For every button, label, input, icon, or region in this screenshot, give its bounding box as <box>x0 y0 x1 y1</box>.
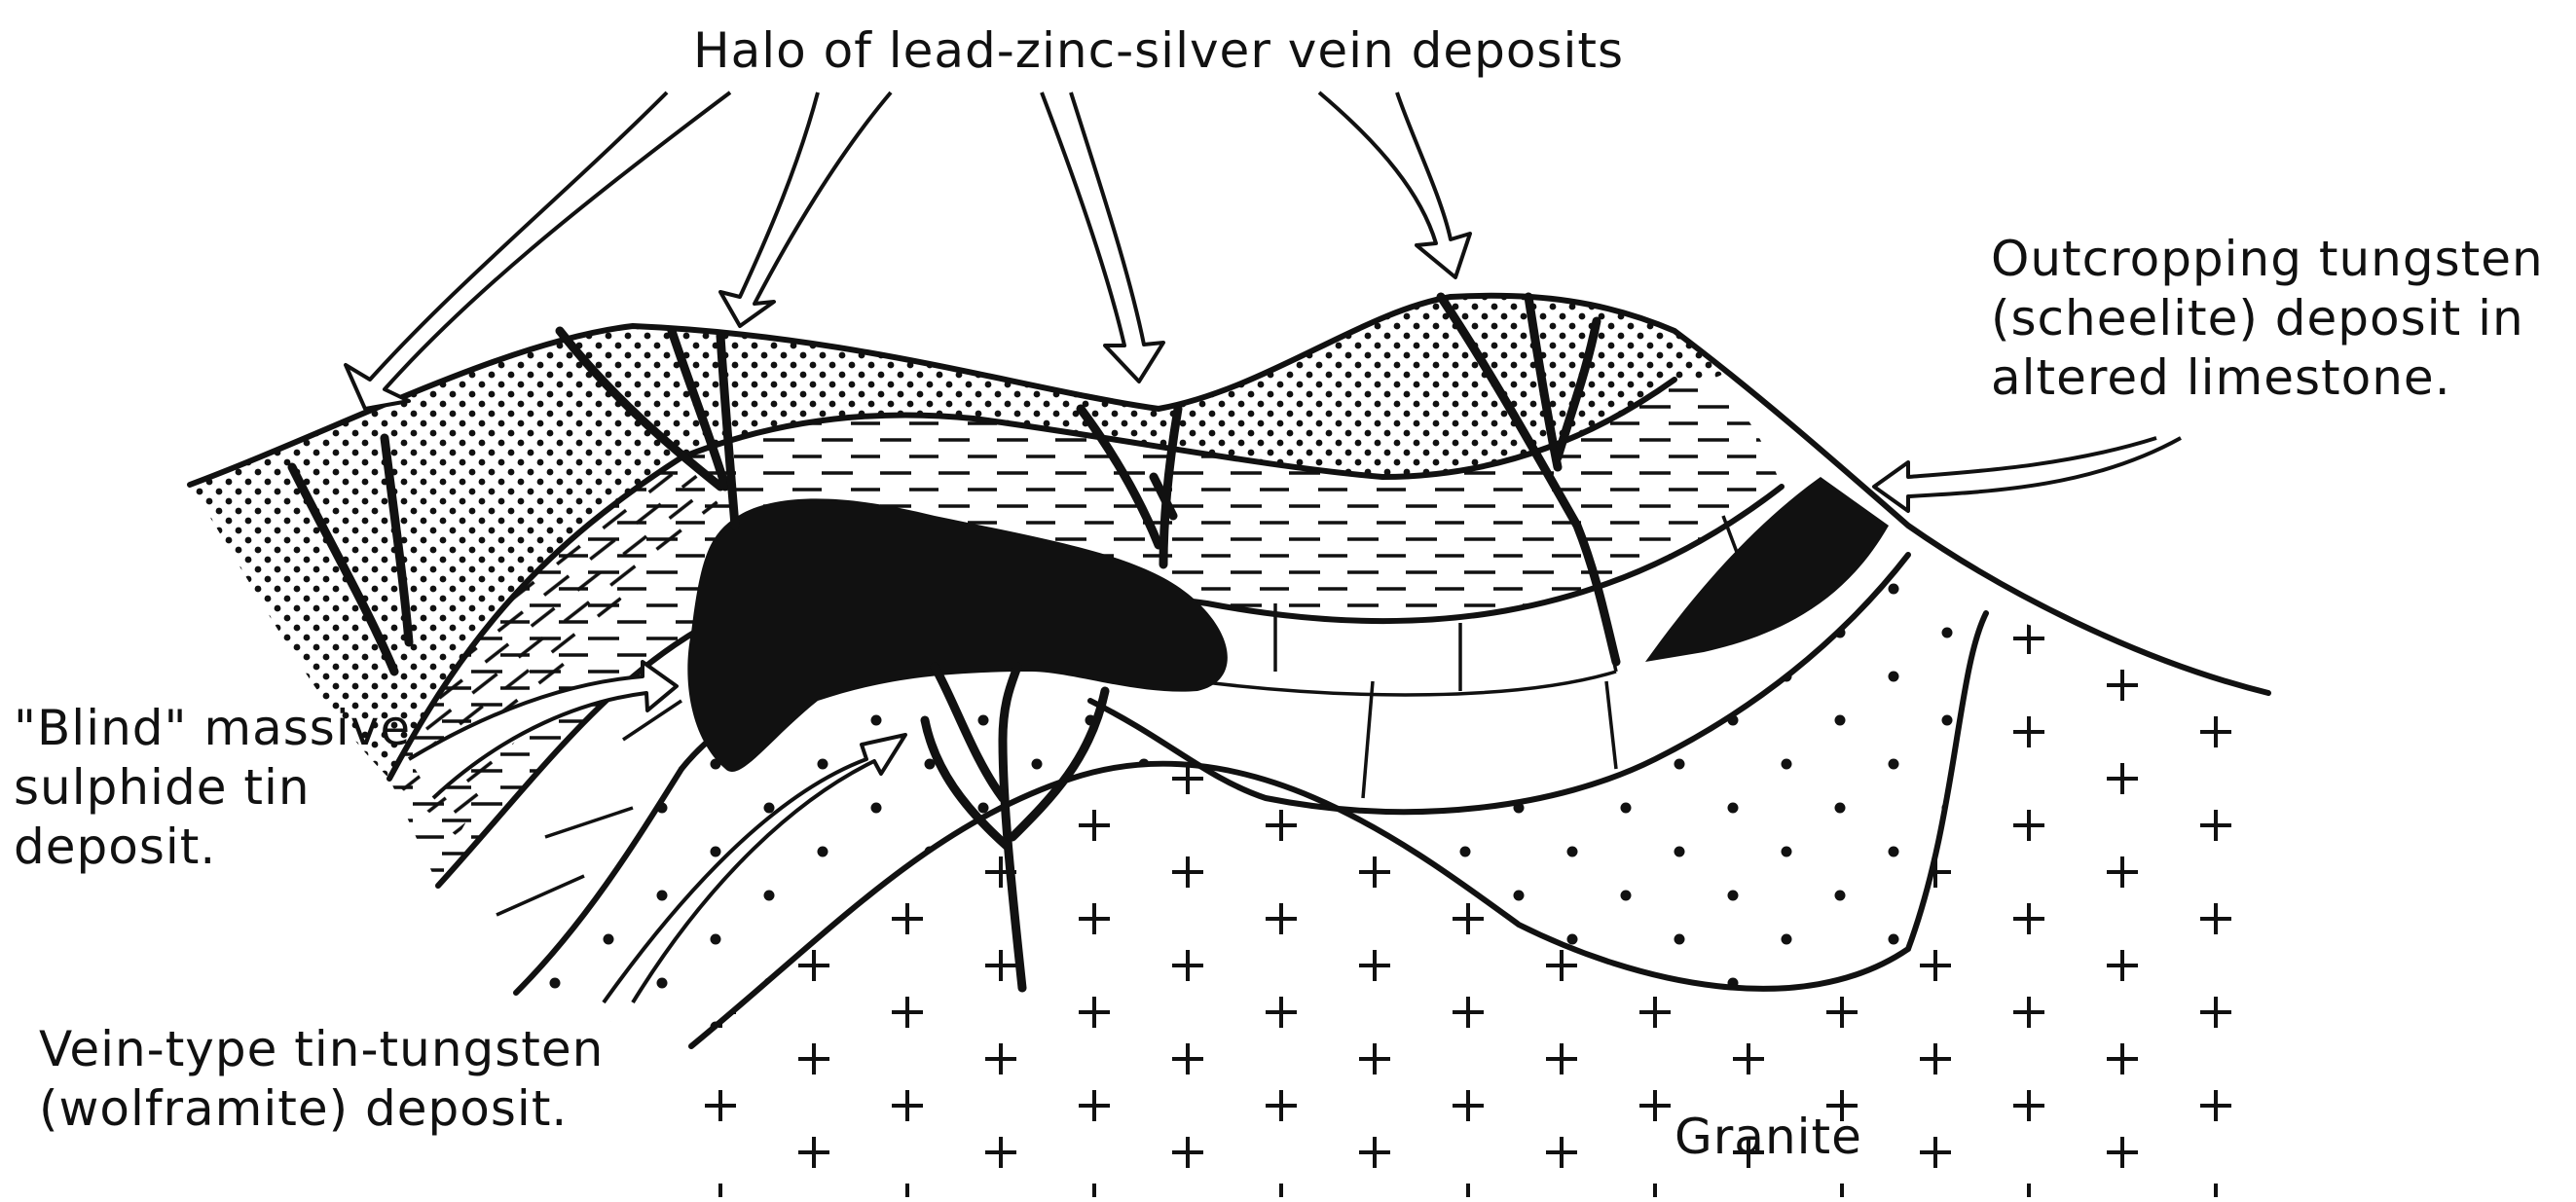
vein-deposit-label: Vein-type tin-tungsten (wolframite) depo… <box>39 1020 604 1139</box>
blind-label-line-2: sulphide tin <box>14 758 411 818</box>
halo-label-text: Halo of lead-zinc-silver vein deposits <box>693 21 1624 81</box>
halo-label: Halo of lead-zinc-silver vein deposits <box>693 21 1624 81</box>
outcrop-label-line-2: (scheelite) deposit in <box>1991 289 2544 348</box>
outcrop-label: Outcropping tungsten (scheelite) deposit… <box>1991 230 2544 408</box>
blind-deposit-label: "Blind" massive sulphide tin deposit. <box>14 699 411 877</box>
arrow-halo-4 <box>1319 92 1470 277</box>
blind-label-line-3: deposit. <box>14 818 411 877</box>
vein-label-line-1: Vein-type tin-tungsten <box>39 1020 604 1079</box>
arrow-halo-2 <box>720 92 891 326</box>
outcrop-label-line-1: Outcropping tungsten <box>1991 230 2544 289</box>
arrow-halo-3 <box>1042 92 1163 382</box>
granite-label-text: Granite <box>1674 1108 1862 1167</box>
vein-label-line-2: (wolframite) deposit. <box>39 1079 604 1139</box>
outcrop-label-line-3: altered limestone. <box>1991 348 2544 408</box>
granite-label: Granite <box>1674 1108 1862 1167</box>
blind-label-line-1: "Blind" massive <box>14 699 411 758</box>
arrow-outcrop <box>1874 438 2181 511</box>
